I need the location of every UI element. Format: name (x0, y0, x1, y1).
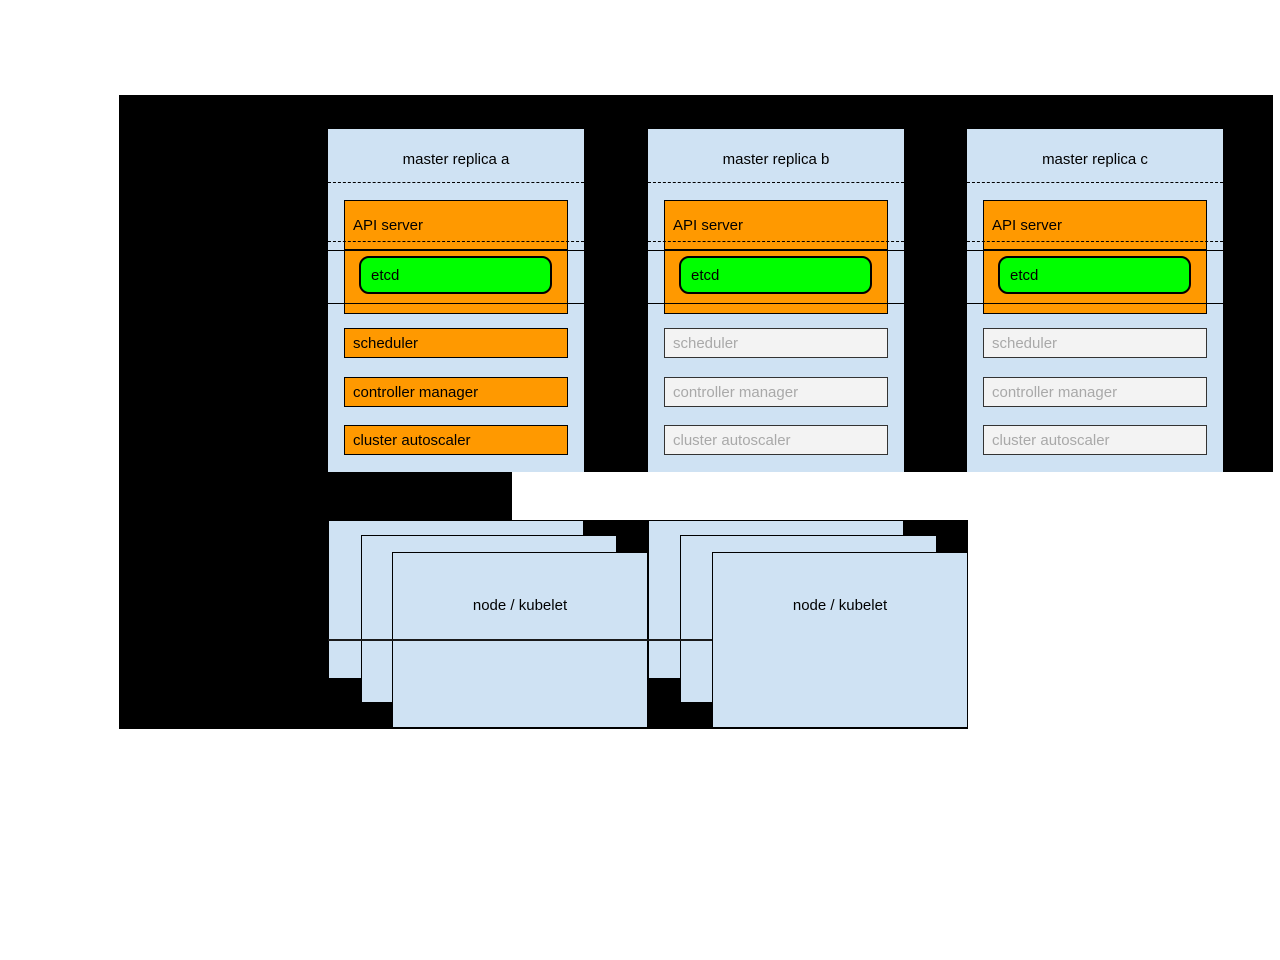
loadbalancer-dashed-line (967, 182, 1223, 183)
controller-manager-box-inactive: controller manager (983, 377, 1207, 407)
etcd-zone-top-line (648, 250, 904, 251)
cluster-autoscaler-box-inactive: cluster autoscaler (664, 425, 888, 455)
etcd-box: etcd (998, 256, 1191, 294)
master-replica-b-title: master replica b (722, 151, 830, 168)
etcd-container-box: etcd (664, 250, 888, 314)
etcd-container-box: etcd (983, 250, 1207, 314)
scheduler-box-inactive: scheduler (983, 328, 1207, 358)
cluster-autoscaler-box-inactive: cluster autoscaler (983, 425, 1207, 455)
etcd-box: etcd (359, 256, 552, 294)
node-kubelet-label: node / kubelet (792, 597, 888, 614)
scheduler-box-inactive: scheduler (664, 328, 888, 358)
etcd-box: etcd (679, 256, 872, 294)
api-server-box: API server (344, 200, 568, 250)
master-replica-a-panel: master replica a API server etcd schedul… (328, 129, 584, 472)
master-replica-c-title: master replica c (1042, 151, 1148, 168)
api-zone-dashed-line (967, 241, 1223, 242)
etcd-zone-top-line (967, 250, 1223, 251)
cluster-autoscaler-box: cluster autoscaler (344, 425, 568, 455)
node-kubelet-label: node / kubelet (472, 597, 568, 614)
master-replica-b-panel: master replica b API server etcd schedul… (648, 129, 904, 472)
master-replica-c-panel: master replica c API server etcd schedul… (967, 129, 1223, 472)
etcd-zone-bottom-line (648, 303, 904, 304)
node-connector-line (328, 639, 712, 641)
api-zone-dashed-line (648, 241, 904, 242)
master-replica-a-title: master replica a (402, 151, 510, 168)
api-server-box: API server (664, 200, 888, 250)
scheduler-box: scheduler (344, 328, 568, 358)
etcd-zone-top-line (328, 250, 584, 251)
api-server-box: API server (983, 200, 1207, 250)
etcd-container-box: etcd (344, 250, 568, 314)
controller-manager-box-inactive: controller manager (664, 377, 888, 407)
etcd-zone-bottom-line (967, 303, 1223, 304)
etcd-zone-bottom-line (328, 303, 584, 304)
controller-manager-box: controller manager (344, 377, 568, 407)
node-stack2-front-box: node / kubelet (712, 552, 968, 728)
loadbalancer-dashed-line (648, 182, 904, 183)
api-zone-dashed-line (328, 241, 584, 242)
loadbalancer-dashed-line (328, 182, 584, 183)
